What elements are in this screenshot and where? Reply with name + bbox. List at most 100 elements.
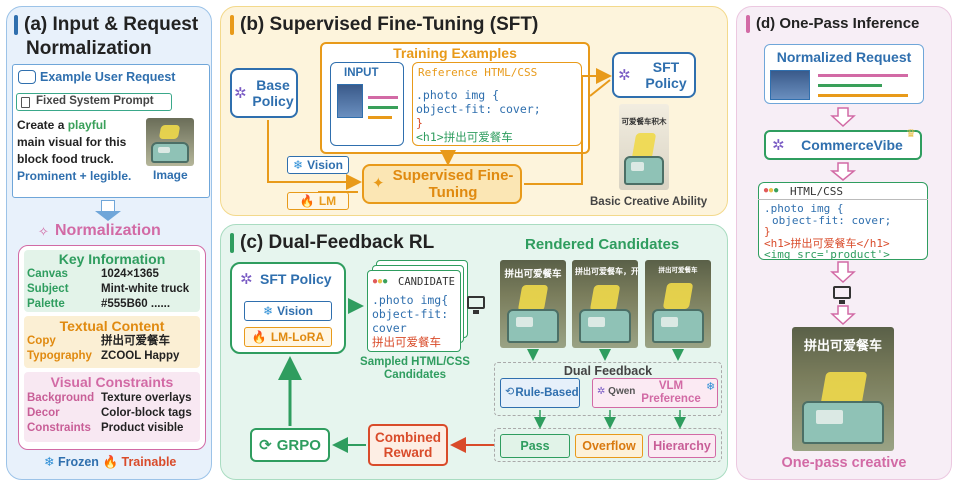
sft-policy-label-c: SFT Policy [260,271,332,287]
crown-icon: ♛ [906,128,916,140]
normalized-thumbnail [770,70,810,100]
input-line-orange [368,116,392,119]
reference-code: .photo img { object-fit: cover; } <h1>拼出… [416,88,541,144]
code-line: object-fit: [372,307,449,321]
input-line-pink [368,96,398,99]
panel-d-title: (d) One-Pass Inference [746,15,919,34]
line-pink [818,74,908,77]
model-logo-icon: ✲ [772,137,785,154]
code-line: <h1>拼出可爱餐车</h1> [764,236,890,250]
one-pass-label: One-pass creative [781,455,907,471]
line-green [818,84,882,87]
document-icon [21,97,30,108]
legend: ❄ Frozen 🔥 Trainable [44,455,177,469]
model-logo-icon: ✲ [240,271,253,288]
monitor-icon [833,286,851,299]
panel-a-title: (a) Input & Request [14,14,198,36]
code-line: <img src='product'> [764,248,890,261]
user-request-label: Example User Request [40,70,176,84]
rule-based-box: Rule-Based [500,378,580,408]
rendered-poster-3: 拼出可爱餐车 [645,260,711,348]
input-thumbnail [337,84,363,118]
output-code: .photo img { object-fit: cover; } <h1>拼出… [764,203,891,261]
grpo-box: ⟳GRPO [250,428,330,462]
snowflake-icon: ❄ [293,158,304,172]
sparkle-wand-icon: ✧ [38,224,49,239]
user-request-icon [18,70,36,84]
key-info-section [24,250,200,312]
dual-feedback-box [494,362,722,416]
code-line: cover [372,321,407,335]
window-dots: ●●● [372,276,388,287]
sft-process-box: Supervised Fine-Tuning [362,164,522,204]
poster-text: 拼出可爱餐车，开 [575,267,638,276]
sft-policy-box-b: SFT Policy [612,52,696,98]
normalized-request-label: Normalized Request [776,49,912,65]
lm-tag-b: 🔥LM [287,192,349,210]
panel-a-title-line2: Normalization [26,38,152,59]
html-css-output-box [758,182,928,260]
system-prompt-box [16,93,172,111]
dual-feedback-label: Dual Feedback [563,364,653,378]
down-arrow-a [101,200,115,212]
base-policy-box: Base Policy [230,68,298,118]
flame-icon: 🔥 [299,194,315,208]
code-line: .photo img { [416,88,500,102]
normalization-label: Normalization [55,222,161,239]
vlm-preference-label: VLM Preference [641,380,701,405]
code-line: 拼出可爱餐车 [372,335,441,349]
code-line: object-fit: cover; [416,102,541,116]
combined-reward-box: Combined Reward [368,424,448,466]
html-css-label: HTML/CSS [790,185,843,198]
request-image-thumbnail [146,118,194,166]
visual-constraints-header: Visual Constraints [50,374,174,390]
poster-text: 拼出可爱餐车 [504,269,562,280]
snowflake-icon: ❄ [706,381,716,393]
rendered-poster-1: 拼出可爱餐车 [500,260,566,348]
code-line: <h1>拼出可爱餐车 [416,130,513,144]
rule-icon: ⟲ [505,386,515,398]
system-prompt-label: Fixed System Prompt [36,95,154,107]
code-line: .photo img { [764,202,844,215]
flame-icon: 🔥 [251,330,267,344]
poster-text: 拼出可爱餐车 [658,266,698,274]
textual-content-header: Textual Content [59,318,165,334]
reference-label: Reference HTML/CSS [418,66,538,79]
final-creative-poster: 拼出可爱餐车 [792,327,894,451]
vision-tag-b: ❄Vision [287,156,349,174]
input-line-green [368,106,398,109]
input-label: INPUT [344,67,379,79]
training-examples-label: Training Examples [393,45,517,61]
pass-badge: Pass [500,434,570,458]
visual-constraints-section [24,372,200,442]
vision-tag-c: ❄Vision [244,301,332,321]
snowflake-icon: ❄ [44,455,55,469]
panel-c-title: (c) Dual-Feedback RL [230,232,434,254]
candidate-card [367,270,461,352]
model-logo-icon: ✲ [234,85,247,102]
image-label: Image [153,168,188,182]
panel-b-title: (b) Supervised Fine-Tuning (SFT) [230,14,538,36]
code-line: } [764,225,771,238]
poster-text: 可爱餐车积木 [621,117,667,126]
code-line: } [416,116,423,130]
key-info-row: Palette#555B60 ...... [27,298,171,310]
monitor-icon [467,296,485,309]
sparkle-icon: ✦ [372,175,385,192]
candidate-label: CANDIDATE [398,276,455,288]
rendered-poster-2: 拼出可爱餐车，开 [572,260,638,348]
request-text: Create a playful main visual for this bl… [17,118,132,183]
code-line: .photo img{ [372,293,449,307]
refresh-icon: ⟳ [259,437,272,454]
monitor-stand [839,300,845,304]
